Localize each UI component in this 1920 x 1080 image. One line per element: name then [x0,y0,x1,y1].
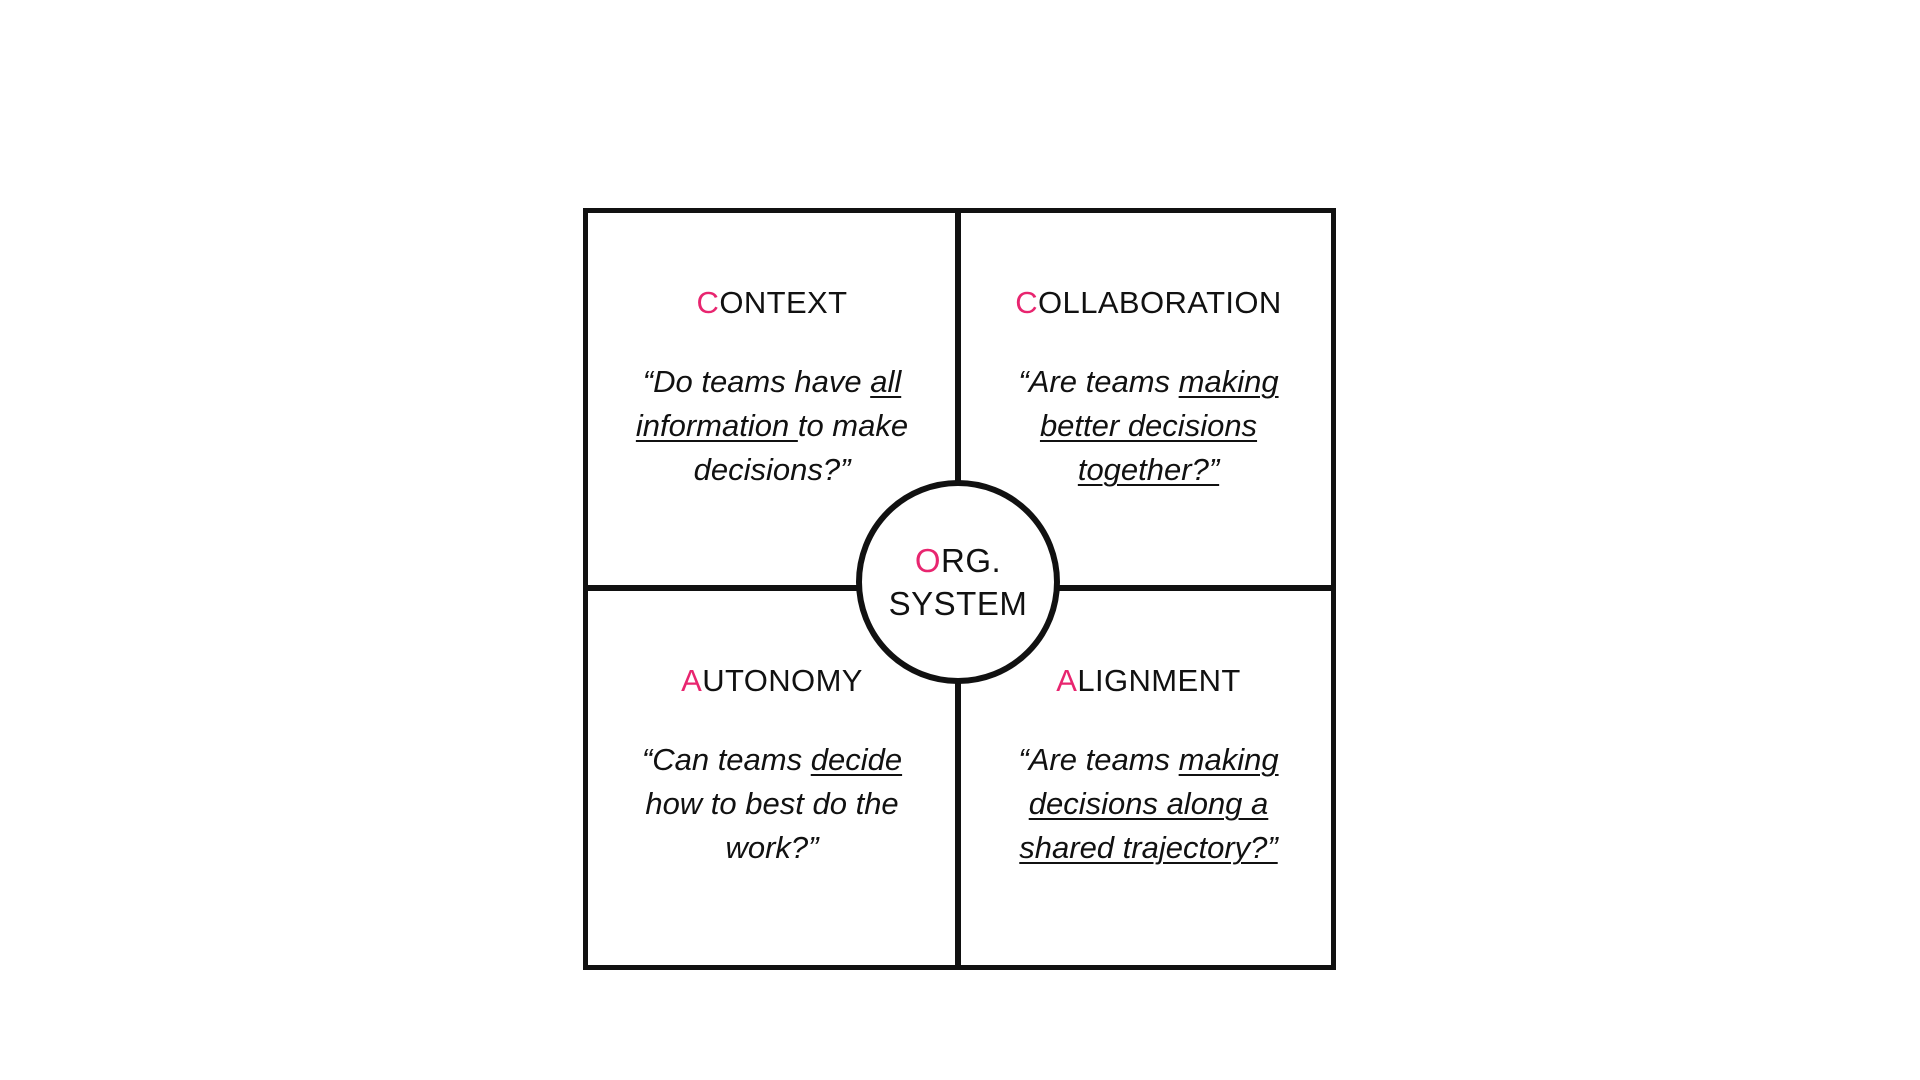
title-remainder: OLLABORATION [1038,285,1282,320]
center-node-line-2: SYSTEM [888,585,1028,622]
accent-letter: A [1056,663,1078,698]
accent-letter: C [696,285,720,320]
accent-letter: O [914,542,941,579]
title-remainder: UTONOMY [702,663,863,698]
quadrant-quote-context: “Do teams have all information to make d… [622,360,922,492]
quadrant-quote-collaboration: “Are teams making better decisions toget… [999,360,1299,492]
quadrant-context: CONTEXT “Do teams have all information t… [589,214,955,585]
center-node-line-1: ORG. [915,539,1001,582]
quote-emphasis: decide [810,742,903,777]
quote-emphasis: all information [635,364,902,443]
quadrant-alignment: ALIGNMENT “Are teams making decisions al… [961,591,1336,970]
quadrant-title-collaboration: COLLABORATION [1015,286,1281,320]
accent-letter: A [681,663,703,698]
quadrant-quote-alignment: “Are teams making decisions along a shar… [999,738,1299,870]
title-remainder: LIGNMENT [1077,663,1241,698]
quote-emphasis: making decisions along a shared trajecto… [1019,742,1279,865]
quadrant-title-alignment: ALIGNMENT [1056,664,1240,698]
quote-text: “Are teams [1018,364,1179,399]
quote-text: to make decisions?” [693,408,909,487]
quadrant-title-autonomy: AUTONOMY [681,664,863,698]
center-node-org-system: ORG. SYSTEM [856,480,1060,684]
quote-text: “Are teams [1018,742,1179,777]
quote-text: “Do teams have [642,364,871,399]
quadrant-title-context: CONTEXT [697,286,848,320]
center-line1-remainder: RG. [941,542,1002,579]
quadrant-autonomy: AUTONOMY “Can teams decide how to best d… [589,591,955,970]
quote-text: how to best do the work?” [645,786,899,865]
quote-emphasis: making better decisions together?” [1039,364,1279,487]
quadrant-collaboration: COLLABORATION “Are teams making better d… [961,214,1336,585]
quote-text: “Can teams [641,742,811,777]
quadrant-quote-autonomy: “Can teams decide how to best do the wor… [622,738,922,870]
title-remainder: ONTEXT [719,285,848,320]
accent-letter: C [1015,285,1039,320]
